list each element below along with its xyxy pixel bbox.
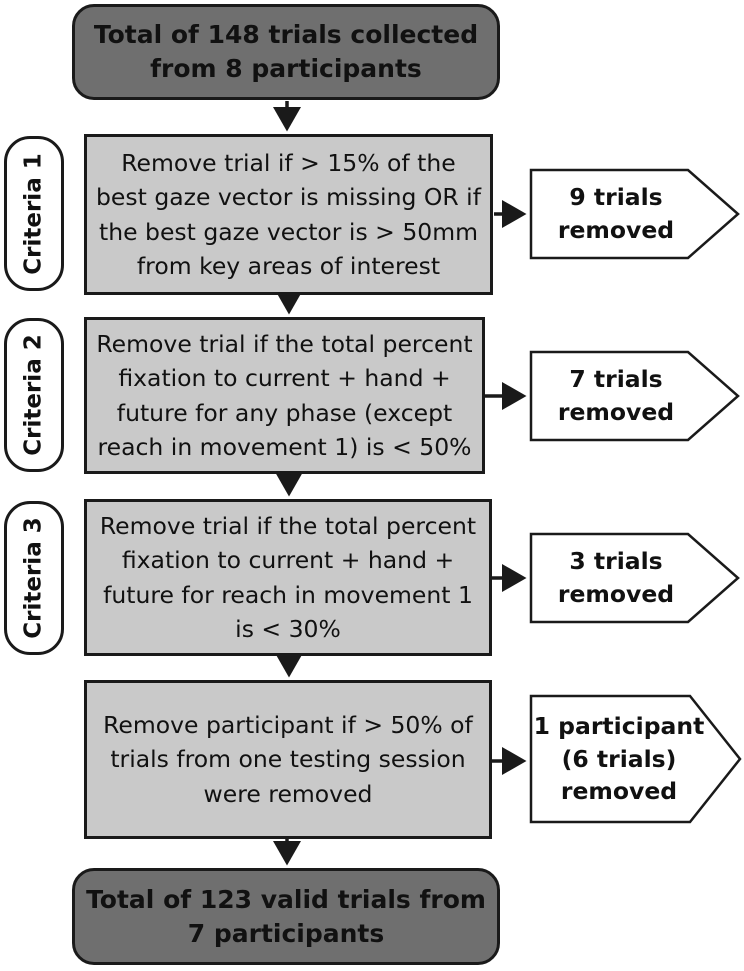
- step-1-text: Remove trial if > 15% of the best gaze v…: [96, 149, 481, 280]
- outcome-4-text: 1 participant (6 trials) removed: [533, 711, 705, 806]
- outcome-1-text: 9 trials removed: [557, 183, 675, 244]
- criteria-3-label: Criteria 3: [4, 501, 64, 655]
- outcome-1-shape: [529, 168, 740, 260]
- outcome-2-shape: [529, 350, 740, 442]
- step-2-text: Remove trial if the total percent fixati…: [96, 330, 473, 461]
- start-box: Total of 148 trials collected from 8 par…: [72, 4, 500, 100]
- step-2-box: Remove trial if the total percent fixati…: [84, 317, 485, 474]
- criteria-2-label: Criteria 2: [4, 318, 64, 472]
- outcome-3-text: 3 trials removed: [557, 547, 675, 608]
- step-3-text: Remove trial if the total percent fixati…: [99, 512, 477, 643]
- end-box: Total of 123 valid trials from 7 partici…: [72, 868, 500, 965]
- start-text: Total of 148 trials collected from 8 par…: [93, 20, 479, 83]
- outcome-4-shape: [529, 694, 742, 824]
- outcome-2-text: 7 trials removed: [557, 365, 675, 426]
- step-3-box: Remove trial if the total percent fixati…: [84, 499, 492, 656]
- step-4-box: Remove participant if > 50% of trials fr…: [84, 680, 492, 839]
- criteria-1-label: Criteria 1: [4, 136, 64, 291]
- step-4-text: Remove participant if > 50% of trials fr…: [103, 711, 473, 808]
- outcome-3-shape: [529, 532, 740, 624]
- end-text: Total of 123 valid trials from 7 partici…: [86, 884, 486, 948]
- step-1-box: Remove trial if > 15% of the best gaze v…: [84, 134, 493, 295]
